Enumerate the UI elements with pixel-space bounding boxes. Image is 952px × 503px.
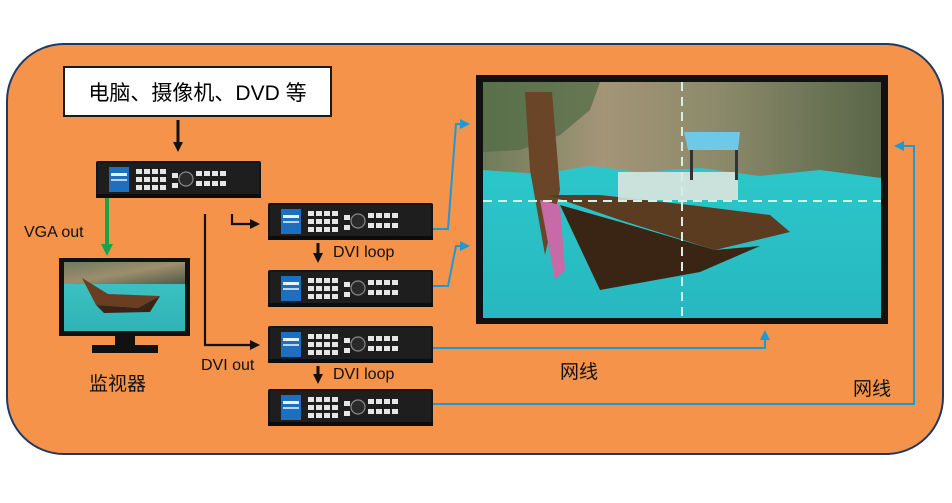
monitor-screen: [59, 258, 190, 336]
arrow-dvi-out: [203, 214, 260, 350]
dvi-loop-label-1: DVI loop: [333, 244, 395, 261]
boat-hull: [548, 195, 790, 250]
input-sources-box: 电脑、摄像机、DVD 等: [63, 66, 332, 117]
dvi-out-label: DVI out: [201, 357, 255, 374]
cable-processor-1-to-display: [433, 119, 470, 230]
cable-processor-2-to-display: [433, 241, 470, 287]
monitor-label: 监视器: [89, 374, 147, 395]
dvi-loop-label-2: DVI loop: [333, 366, 395, 383]
vga-out-label: VGA out: [24, 224, 84, 241]
input-sources-label: 电脑、摄像机、DVD 等: [88, 81, 307, 105]
net-cable-label-1: 网线: [560, 362, 599, 383]
arrow-to-processor-1: [230, 214, 260, 229]
monitor-stand: [92, 336, 158, 353]
cable-processor-3-to-display: [433, 330, 770, 349]
boat-canopy: [684, 132, 740, 150]
cable-processor-4-to-display: [433, 141, 915, 405]
net-cable-label-2: 网线: [853, 379, 892, 400]
